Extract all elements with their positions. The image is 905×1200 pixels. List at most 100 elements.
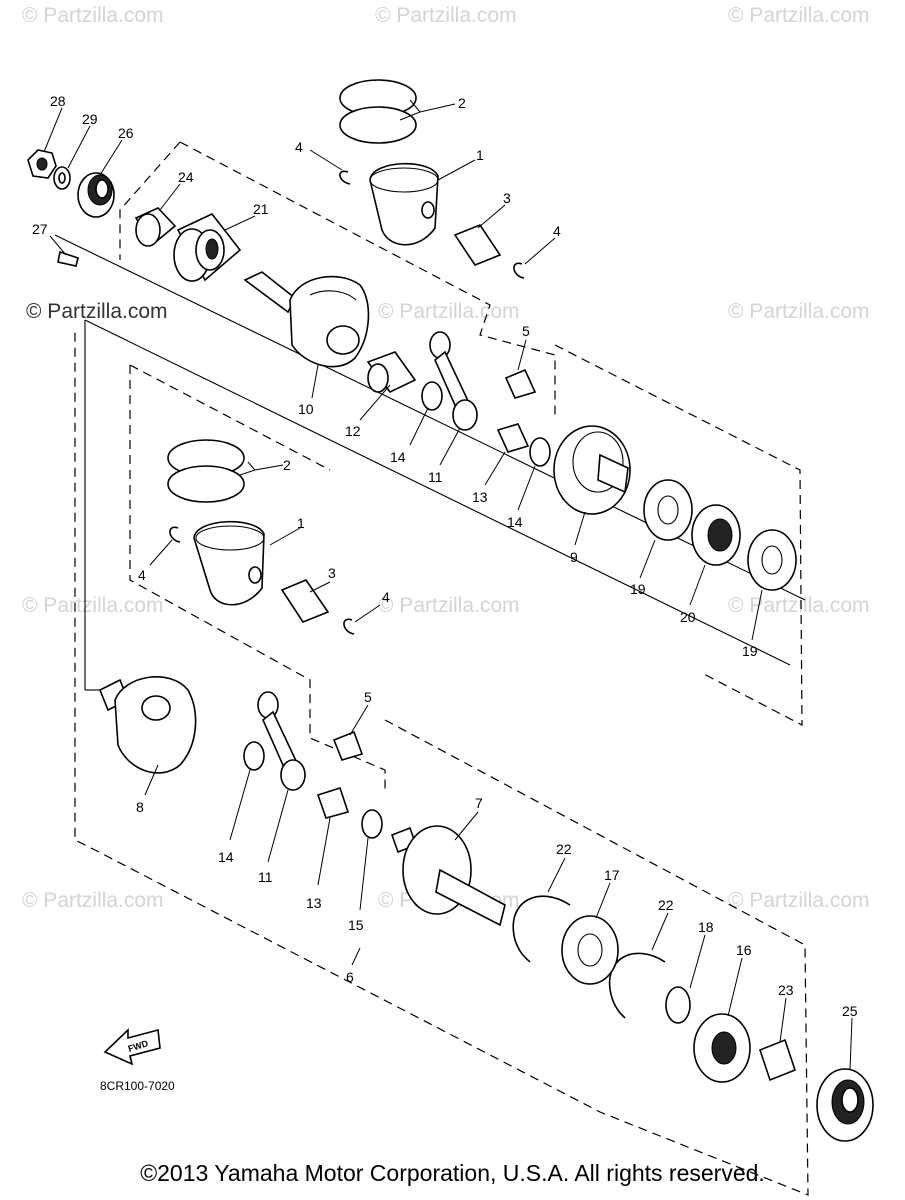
- callout-13: 13: [306, 895, 322, 911]
- clip-part: [513, 262, 525, 279]
- dashed-assembly-outline: [54, 141, 809, 1196]
- callout-15: 15: [348, 917, 364, 933]
- callout-17: 17: [604, 867, 620, 883]
- callout-22: 22: [556, 841, 572, 857]
- watermark: © Partzilla.com: [22, 594, 164, 617]
- oil-seal-part: [816, 1068, 874, 1142]
- bearing-part: [747, 529, 797, 591]
- callout-6: 6: [346, 969, 354, 985]
- clip-part: [169, 526, 181, 543]
- callout-14: 14: [507, 514, 523, 530]
- callout-10: 10: [298, 401, 314, 417]
- callout-25: 25: [842, 1003, 858, 1019]
- piston-pin-part: [280, 579, 330, 623]
- callout-1: 1: [476, 147, 484, 163]
- needle-bearing-part: [316, 786, 350, 819]
- spacer-part: [665, 986, 691, 1024]
- callout-2: 2: [283, 457, 291, 473]
- watermark: © Partzilla.com: [22, 889, 164, 912]
- callout-4: 4: [553, 223, 561, 239]
- watermark: © Partzilla.com: [728, 300, 870, 323]
- callout-14: 14: [218, 849, 234, 865]
- callout-1: 1: [297, 515, 305, 531]
- leader-lines: [43, 99, 853, 1071]
- needle-bearing-part: [332, 730, 364, 761]
- callout-9: 9: [570, 549, 578, 565]
- nut-part: [27, 149, 57, 179]
- washer-part: [53, 166, 71, 190]
- crank-half-part: [243, 271, 370, 368]
- callout-23: 23: [778, 982, 794, 998]
- copyright-notice: ©2013 Yamaha Motor Corporation, U.S.A. A…: [140, 1160, 765, 1186]
- callout-4: 4: [295, 139, 303, 155]
- forward-arrow-icon: FWD: [103, 1028, 161, 1066]
- crank-pin-part: [366, 351, 417, 394]
- callout-16: 16: [736, 942, 752, 958]
- callout-8: 8: [136, 799, 144, 815]
- callout-3: 3: [503, 190, 511, 206]
- needle-bearing-part: [504, 368, 537, 399]
- piston-part: [369, 162, 439, 246]
- crank-half-part: [98, 676, 197, 774]
- callout-11: 11: [428, 469, 443, 485]
- connecting-rod-part: [257, 691, 306, 791]
- callout-20: 20: [680, 609, 696, 625]
- callout-3: 3: [328, 565, 336, 581]
- thrust-washer-part: [361, 809, 383, 839]
- watermark: © Partzilla.com: [728, 594, 870, 617]
- needle-bearing-part: [496, 423, 530, 453]
- watermark: © Partzilla.com: [728, 889, 870, 912]
- clip-part: [343, 618, 355, 635]
- piston-ring-part: [167, 439, 245, 503]
- callout-4: 4: [138, 567, 146, 583]
- thrust-washer-part: [529, 437, 551, 467]
- clip-part: [339, 170, 351, 185]
- oil-seal-part: [77, 172, 115, 218]
- callout-28: 28: [50, 93, 66, 109]
- crank-half-part: [390, 825, 506, 927]
- callout-12: 12: [345, 423, 361, 439]
- piston-part: [193, 520, 265, 606]
- collar-part: [134, 207, 177, 247]
- circlip-part: [609, 952, 666, 1019]
- thrust-washer-part: [421, 381, 443, 411]
- callout-24: 24: [178, 169, 194, 185]
- callout-19: 19: [742, 643, 758, 659]
- callout-labels: 28 29 26 24 21 27 2 4 1 3 4 10 12 5 14 1…: [32, 93, 858, 1019]
- bearing-part: [173, 213, 242, 282]
- piston-ring-part: [339, 79, 417, 144]
- bearing-part: [561, 915, 619, 985]
- callout-27: 27: [32, 221, 48, 237]
- callout-5: 5: [364, 689, 372, 705]
- crank-half-part: [553, 425, 631, 515]
- diagram-code: 8CR100-7020: [100, 1079, 175, 1093]
- watermark: © Partzilla.com: [375, 4, 517, 27]
- collar-part: [759, 1038, 796, 1082]
- bearing-part: [693, 1013, 751, 1083]
- watermark: © Partzilla.com: [22, 4, 164, 27]
- key-part: [57, 250, 79, 267]
- watermark: © Partzilla.com: [728, 4, 870, 27]
- bearing-part: [643, 479, 693, 541]
- callout-4: 4: [382, 589, 390, 605]
- callout-11: 11: [258, 869, 273, 885]
- piston-pin-part: [453, 224, 502, 266]
- callout-7: 7: [475, 795, 483, 811]
- labyrinth-seal-part: [691, 504, 741, 566]
- watermark: © Partzilla.com: [26, 300, 168, 323]
- callout-5: 5: [522, 323, 530, 339]
- watermark: © Partzilla.com: [378, 300, 520, 323]
- connecting-rod-part: [429, 331, 478, 431]
- callout-2: 2: [458, 95, 466, 111]
- callout-21: 21: [253, 201, 269, 217]
- callout-14: 14: [390, 449, 406, 465]
- callout-19: 19: [630, 581, 646, 597]
- watermark: © Partzilla.com: [378, 594, 520, 617]
- callout-29: 29: [82, 111, 98, 127]
- callout-13: 13: [472, 489, 488, 505]
- thrust-washer-part: [243, 741, 265, 771]
- callout-26: 26: [118, 125, 134, 141]
- callout-18: 18: [698, 919, 714, 935]
